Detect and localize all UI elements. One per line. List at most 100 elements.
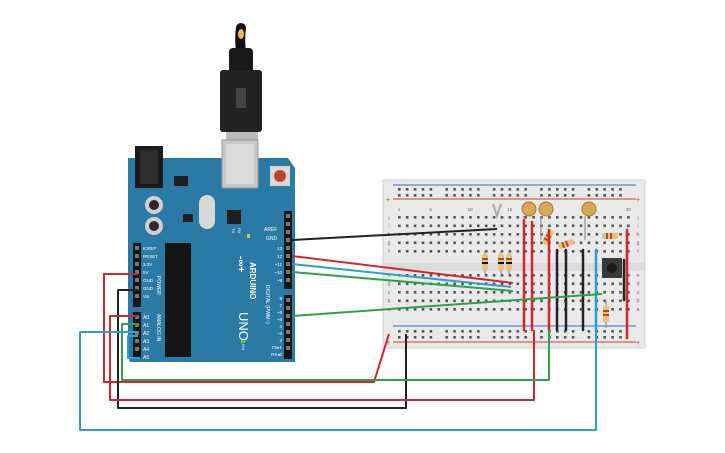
breadboard-hole[interactable] xyxy=(540,330,543,333)
breadboard-hole[interactable] xyxy=(579,241,583,245)
breadboard-hole[interactable] xyxy=(477,291,480,294)
breadboard-hole[interactable] xyxy=(413,330,417,333)
breadboard-hole[interactable] xyxy=(469,241,472,245)
breadboard-hole[interactable] xyxy=(453,336,456,339)
breadboard-hole[interactable] xyxy=(492,282,496,286)
wire-a2-short[interactable] xyxy=(127,335,140,359)
breadboard-hole[interactable] xyxy=(563,233,567,236)
breadboard-hole[interactable] xyxy=(445,336,448,339)
breadboard-hole[interactable] xyxy=(548,194,551,197)
breadboard-hole[interactable] xyxy=(421,330,425,333)
breadboard-hole[interactable] xyxy=(429,274,433,277)
breadboard-hole[interactable] xyxy=(500,194,504,197)
breadboard-hole[interactable] xyxy=(619,224,622,228)
breadboard-hole[interactable] xyxy=(619,308,622,311)
breadboard-hole[interactable] xyxy=(445,299,448,303)
breadboard-hole[interactable] xyxy=(405,308,409,311)
breadboard-hole[interactable] xyxy=(524,291,527,294)
breadboard-hole[interactable] xyxy=(595,233,599,236)
breadboard-hole[interactable] xyxy=(603,299,606,303)
breadboard-hole[interactable] xyxy=(413,241,417,245)
breadboard-jumpers[interactable] xyxy=(522,218,629,340)
breadboard-hole[interactable] xyxy=(413,308,417,311)
breadboard-hole[interactable] xyxy=(611,330,614,333)
breadboard-hole[interactable] xyxy=(398,216,401,219)
breadboard-hole[interactable] xyxy=(500,188,504,191)
breadboard-hole[interactable] xyxy=(461,241,464,245)
breadboard-hole[interactable] xyxy=(469,308,472,311)
breadboard-hole[interactable] xyxy=(469,299,472,303)
breadboard-hole[interactable] xyxy=(556,241,559,245)
breadboard-hole[interactable] xyxy=(484,233,488,236)
breadboard-hole[interactable] xyxy=(461,224,464,228)
breadboard-hole[interactable] xyxy=(516,250,520,253)
breadboard-hole[interactable] xyxy=(524,233,527,236)
breadboard-hole[interactable] xyxy=(445,241,448,245)
breadboard-hole[interactable] xyxy=(508,233,512,236)
breadboard-hole[interactable] xyxy=(627,308,630,311)
breadboard-hole[interactable] xyxy=(500,308,504,311)
breadboard-hole[interactable] xyxy=(619,336,622,339)
breadboard-hole[interactable] xyxy=(516,216,520,219)
breadboard-hole[interactable] xyxy=(603,250,606,253)
breadboard-hole[interactable] xyxy=(563,194,567,197)
breadboard-hole[interactable] xyxy=(421,291,425,294)
breadboard-hole[interactable] xyxy=(516,233,520,236)
breadboard-hole[interactable] xyxy=(398,330,401,333)
breadboard-hole[interactable] xyxy=(461,299,464,303)
breadboard-hole[interactable] xyxy=(469,188,472,191)
wire-gnd[interactable] xyxy=(291,228,498,241)
breadboard-hole[interactable] xyxy=(579,282,583,286)
breadboard-hole[interactable] xyxy=(469,233,472,236)
breadboard-hole[interactable] xyxy=(429,194,433,197)
breadboard-hole[interactable] xyxy=(508,194,512,197)
breadboard-hole[interactable] xyxy=(627,241,630,245)
breadboard-hole[interactable] xyxy=(532,282,535,286)
breadboard-hole[interactable] xyxy=(429,216,433,219)
breadboard-hole[interactable] xyxy=(508,274,512,277)
breadboard-hole[interactable] xyxy=(421,233,425,236)
breadboard-hole[interactable] xyxy=(405,188,409,191)
breadboard-hole[interactable] xyxy=(437,291,441,294)
breadboard-hole[interactable] xyxy=(508,241,512,245)
wire-a1[interactable] xyxy=(121,323,550,381)
breadboard-hole[interactable] xyxy=(453,250,456,253)
breadboard-hole[interactable] xyxy=(421,241,425,245)
breadboard-hole[interactable] xyxy=(516,224,520,228)
breadboard-hole[interactable] xyxy=(484,274,488,277)
breadboard-hole[interactable] xyxy=(571,224,575,228)
breadboard-hole[interactable] xyxy=(469,330,472,333)
breadboard-hole[interactable] xyxy=(524,308,527,311)
breadboard-hole[interactable] xyxy=(492,233,496,236)
breadboard-hole[interactable] xyxy=(571,188,575,191)
breadboard-hole[interactable] xyxy=(627,291,630,294)
breadboard-hole[interactable] xyxy=(619,291,622,294)
breadboard-hole[interactable] xyxy=(477,274,480,277)
breadboard-hole[interactable] xyxy=(556,224,559,228)
breadboard-hole[interactable] xyxy=(563,216,567,219)
breadboard-hole[interactable] xyxy=(508,224,512,228)
breadboard-hole[interactable] xyxy=(587,241,591,245)
breadboard-hole[interactable] xyxy=(516,241,520,245)
breadboard-hole[interactable] xyxy=(492,330,496,333)
breadboard-hole[interactable] xyxy=(603,188,606,191)
breadboard-hole[interactable] xyxy=(461,330,464,333)
breadboard-hole[interactable] xyxy=(477,188,480,191)
led-component[interactable] xyxy=(492,203,502,220)
resistor-7[interactable] xyxy=(603,300,609,328)
breadboard-hole[interactable] xyxy=(524,194,527,197)
breadboard-hole[interactable] xyxy=(453,241,456,245)
breadboard-hole[interactable] xyxy=(429,336,433,339)
breadboard-hole[interactable] xyxy=(611,224,614,228)
breadboard-hole[interactable] xyxy=(429,233,433,236)
breadboard-hole[interactable] xyxy=(532,291,535,294)
breadboard-hole[interactable] xyxy=(532,274,535,277)
breadboard-hole[interactable] xyxy=(571,194,575,197)
breadboard-hole[interactable] xyxy=(540,308,543,311)
breadboard-hole[interactable] xyxy=(619,299,622,303)
breadboard-hole[interactable] xyxy=(571,330,575,333)
breadboard-hole[interactable] xyxy=(405,241,409,245)
breadboard-hole[interactable] xyxy=(627,224,630,228)
breadboard-hole[interactable] xyxy=(445,224,448,228)
breadboard-hole[interactable] xyxy=(445,194,448,197)
